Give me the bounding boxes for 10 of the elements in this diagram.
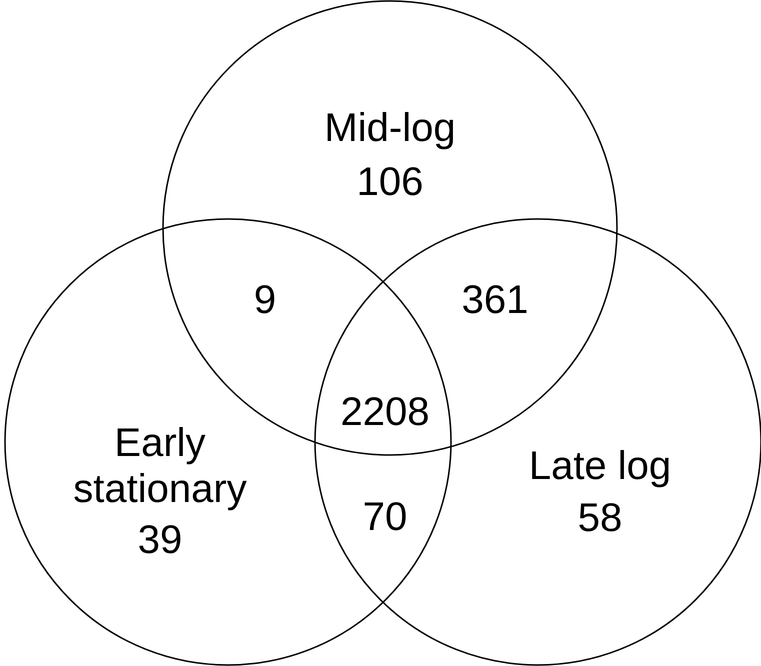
overlap-count: 9 (254, 277, 276, 323)
set-name: Mid-log (323, 105, 457, 151)
set-count: 39 (136, 517, 184, 563)
set-count: 106 (356, 159, 424, 205)
overlap-count: 2208 (340, 389, 430, 435)
set-name: Early stationary (72, 420, 248, 512)
overlap-count: 361 (462, 277, 528, 323)
set-count: 58 (576, 495, 624, 541)
set-name: Late log (528, 443, 672, 489)
overlap-count: 70 (362, 494, 408, 540)
